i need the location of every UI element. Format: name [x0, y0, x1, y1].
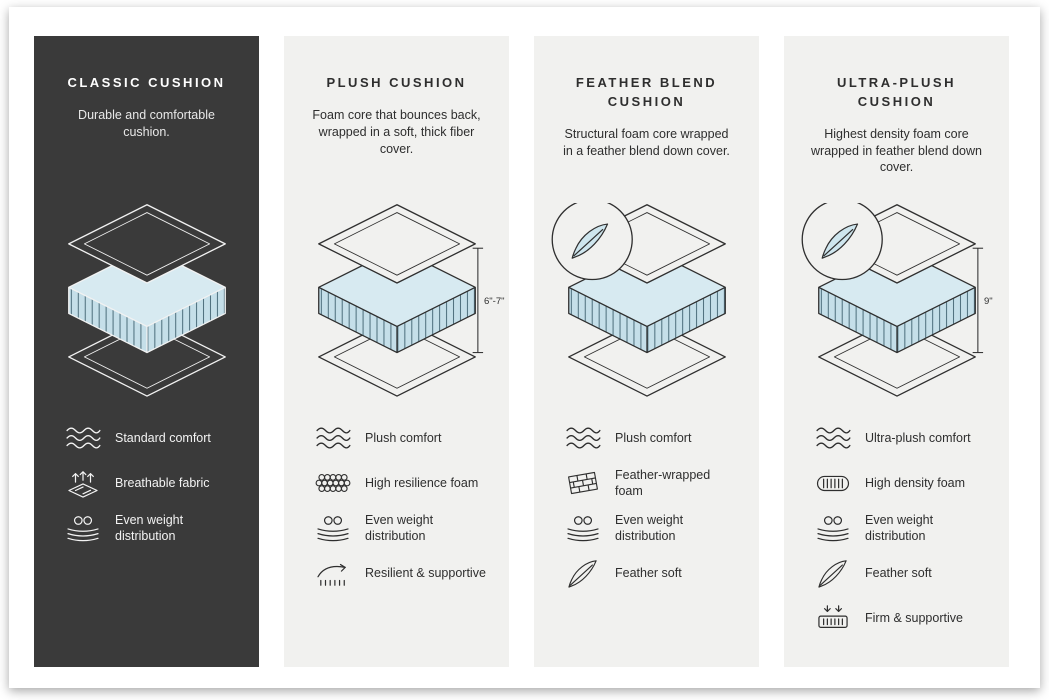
feature-row: Feather soft [814, 553, 989, 593]
wave-icon [314, 423, 352, 453]
feature-label: Feather soft [615, 565, 682, 580]
density-icon [814, 468, 852, 498]
feature-label: High density foam [865, 475, 966, 490]
card-ultra-plush-cushion: ULTRA-PLUSH CUSHION Highest density foam… [784, 36, 1009, 667]
feature-row: Even weight distribution [314, 508, 489, 548]
feature-row: Resilient & supportive [314, 553, 489, 593]
even-weight-icon [64, 513, 102, 543]
height-measurement: 9" [972, 247, 992, 354]
feature-row: High resilience foam [314, 463, 489, 503]
breathable-icon [64, 468, 102, 498]
feature-label: High resilience foam [365, 475, 479, 490]
card-title: ULTRA-PLUSH CUSHION [837, 75, 956, 109]
feature-row: Firm & supportive [814, 598, 989, 638]
feature-label: Resilient & supportive [365, 565, 486, 580]
cushion-diagram [54, 192, 239, 414]
feature-label: Feather-wrapped foam [615, 467, 711, 498]
feature-label: Standard comfort [115, 430, 211, 445]
feature-row: Plush comfort [314, 418, 489, 458]
card-description: Highest density foam core wrapped in fea… [811, 126, 982, 175]
feature-label: Even weight distribution [615, 512, 684, 543]
feature-label: Even weight distribution [365, 512, 434, 543]
feature-row: Even weight distribution [564, 508, 739, 548]
wave-icon [564, 423, 602, 453]
feature-row: Plush comfort [564, 418, 739, 458]
feature-row: Feather soft [564, 553, 739, 593]
infographic-sheet: CLASSIC CUSHION Durable and comfortable … [9, 7, 1040, 688]
cushion-diagram: 6"-7" [304, 192, 504, 414]
card-title: FEATHER BLEND CUSHION [575, 75, 718, 109]
feather-badge-icon [552, 200, 632, 280]
even-weight-icon [564, 513, 602, 543]
card-title: CLASSIC CUSHION [67, 75, 226, 90]
feather-icon [814, 558, 852, 588]
feature-label: Breathable fabric [115, 475, 210, 490]
feather-badge-icon [802, 200, 882, 280]
even-weight-icon [314, 513, 352, 543]
cushion-layers-illustration [547, 203, 747, 403]
height-measurement: 6"-7" [472, 247, 504, 354]
foam-cells-icon [314, 468, 352, 498]
feature-row: Ultra-plush comfort [814, 418, 989, 458]
card-title: PLUSH CUSHION [326, 75, 467, 90]
spring-icon [314, 558, 352, 588]
feature-label: Ultra-plush comfort [865, 430, 971, 445]
card-description: Durable and comfortable cushion. [78, 107, 215, 139]
feature-row: High density foam [814, 463, 989, 503]
card-header: PLUSH CUSHION Foam core that bounces bac… [304, 74, 489, 192]
feature-row: Even weight distribution [64, 508, 239, 548]
feature-row: Even weight distribution [814, 508, 989, 548]
card-feather-blend-cushion: FEATHER BLEND CUSHION Structural foam co… [534, 36, 759, 667]
feature-label: Feather soft [865, 565, 932, 580]
card-plush-cushion: PLUSH CUSHION Foam core that bounces bac… [284, 36, 509, 667]
cushion-layers-illustration: 9" [797, 200, 992, 403]
cushion-comparison: CLASSIC CUSHION Durable and comfortable … [9, 7, 1040, 667]
firm-icon [814, 603, 852, 633]
wave-icon [814, 423, 852, 453]
card-header: CLASSIC CUSHION Durable and comfortable … [54, 74, 239, 192]
cushion-layers-illustration [47, 203, 247, 403]
svg-text:6"-7": 6"-7" [483, 296, 504, 307]
feature-label: Firm & supportive [865, 610, 963, 625]
feature-label: Even weight distribution [865, 512, 934, 543]
feature-row: Standard comfort [64, 418, 239, 458]
feature-row: Breathable fabric [64, 463, 239, 503]
feature-label: Even weight distribution [115, 512, 184, 543]
cushion-diagram: 9" [804, 192, 992, 414]
card-description: Structural foam core wrapped in a feathe… [563, 126, 730, 158]
card-classic-cushion: CLASSIC CUSHION Durable and comfortable … [34, 36, 259, 667]
even-weight-icon [814, 513, 852, 543]
feature-row: Feather-wrapped foam [564, 463, 739, 503]
card-description: Foam core that bounces back, wrapped in … [312, 107, 481, 156]
feature-label: Plush comfort [615, 430, 692, 445]
feature-label: Plush comfort [365, 430, 442, 445]
card-header: FEATHER BLEND CUSHION Structural foam co… [554, 74, 739, 192]
svg-text:9": 9" [983, 296, 992, 307]
card-header: ULTRA-PLUSH CUSHION Highest density foam… [804, 74, 989, 192]
feather-icon [564, 558, 602, 588]
wave-icon [64, 423, 102, 453]
bricks-icon [564, 468, 602, 498]
cushion-diagram [554, 192, 739, 414]
cushion-layers-illustration: 6"-7" [297, 203, 504, 403]
